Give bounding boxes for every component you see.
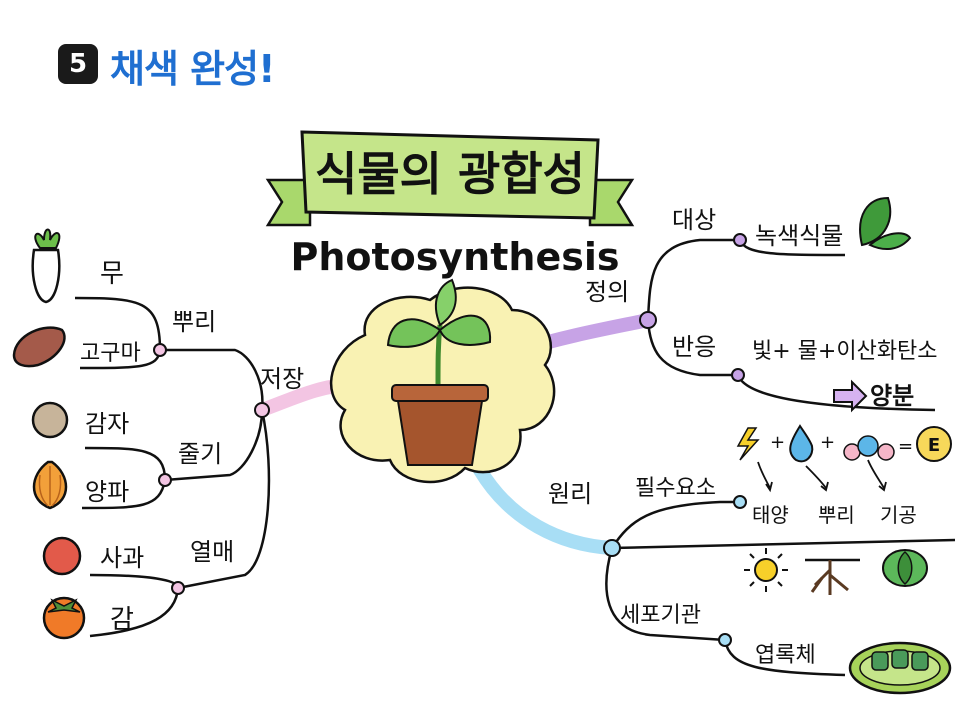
definition-connectors bbox=[646, 238, 936, 412]
apple-icon bbox=[42, 536, 82, 576]
organelle-value: 엽록체 bbox=[755, 643, 816, 668]
page-title: 채색 완성! bbox=[110, 47, 275, 91]
center-title: 식물의 광합성 bbox=[315, 147, 585, 201]
potato-label: 감자 bbox=[85, 410, 129, 438]
fruit-group-label: 열매 bbox=[190, 538, 234, 566]
step-number-badge: 5 bbox=[58, 44, 98, 84]
radish-icon bbox=[31, 228, 61, 304]
plus-sign-1: + bbox=[770, 432, 785, 453]
organelle-node bbox=[718, 633, 732, 647]
lightning-icon bbox=[736, 427, 760, 461]
root-node bbox=[153, 343, 167, 357]
reaction-label: 반응 bbox=[672, 333, 716, 361]
definition-node bbox=[639, 311, 657, 329]
definition-label: 정의 bbox=[585, 278, 629, 306]
target-value: 녹색식물 bbox=[755, 222, 843, 250]
branch-principle bbox=[473, 463, 619, 555]
stoma-icon bbox=[882, 549, 928, 587]
element-sun-label: 태양 bbox=[752, 503, 789, 527]
organelle-label: 세포기관 bbox=[620, 603, 701, 628]
chloroplast-icon bbox=[848, 641, 952, 695]
stem-group-label: 줄기 bbox=[178, 440, 222, 468]
potato-icon bbox=[31, 401, 69, 439]
radish-label: 무 bbox=[100, 259, 124, 289]
fruit-node bbox=[171, 581, 185, 595]
arrow-right-icon bbox=[833, 379, 868, 413]
plant-pot-icon bbox=[386, 278, 492, 466]
equals-sign: = bbox=[898, 436, 913, 457]
center-subtitle: Photosynthesis bbox=[291, 235, 620, 279]
storage-label: 저장 bbox=[260, 365, 304, 393]
reaction-product: 양분 bbox=[870, 382, 914, 410]
stem-node bbox=[158, 473, 172, 487]
target-label: 대상 bbox=[672, 206, 716, 234]
reaction-node bbox=[731, 368, 745, 382]
persimmon-label: 감 bbox=[110, 605, 134, 635]
principle-connectors bbox=[605, 500, 956, 677]
storage-node bbox=[254, 402, 270, 418]
sun-icon bbox=[744, 548, 788, 592]
persimmon-icon bbox=[42, 596, 86, 640]
sweet-potato-icon bbox=[12, 326, 66, 368]
principle-node bbox=[603, 539, 621, 557]
leaf-icon bbox=[859, 196, 912, 251]
energy-icon: E bbox=[916, 426, 952, 462]
plus-sign-2: + bbox=[820, 432, 835, 453]
onion-icon bbox=[32, 460, 68, 510]
onion-label: 양파 bbox=[85, 478, 129, 506]
equation-arrows bbox=[757, 459, 887, 493]
elements-node bbox=[733, 495, 747, 509]
target-node bbox=[733, 233, 747, 247]
principle-label: 원리 bbox=[548, 480, 592, 508]
apple-label: 사과 bbox=[100, 544, 144, 572]
water-drop-icon bbox=[789, 424, 814, 463]
element-root-label: 뿌리 bbox=[818, 503, 855, 527]
root-group-label: 뿌리 bbox=[172, 308, 216, 336]
roots-icon bbox=[805, 558, 860, 595]
title-banner bbox=[265, 130, 635, 227]
reaction-inputs: 빛+ 물+이산화탄소 bbox=[752, 339, 938, 364]
elements-label: 필수요소 bbox=[635, 476, 716, 501]
sweet-potato-label: 고구마 bbox=[80, 341, 141, 366]
co2-molecule-icon bbox=[843, 435, 895, 461]
element-stoma-label: 기공 bbox=[880, 503, 917, 527]
energy-icon-label: E bbox=[928, 435, 940, 456]
